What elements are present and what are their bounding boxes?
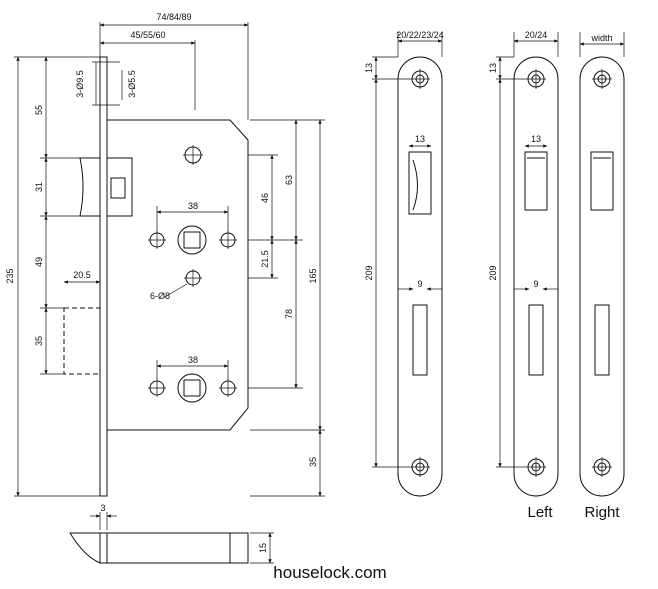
mount-hole-middle xyxy=(184,269,202,287)
dim-thickness: 3 xyxy=(100,503,105,513)
faceplate-outline xyxy=(397,56,443,497)
latch-profile xyxy=(69,532,101,564)
strike-right-caption: Right xyxy=(584,504,620,521)
dim-21-5: 21.5 xyxy=(260,250,270,268)
strike-left-hole-top xyxy=(526,69,546,89)
strike-left-hole-bottom xyxy=(526,457,546,477)
bottom-view xyxy=(69,512,274,564)
deadbolt xyxy=(63,307,101,375)
watermark: houselock.com xyxy=(273,563,386,582)
dim-backset: 45/55/60 xyxy=(130,30,165,40)
dim-spindle-lower: 38 xyxy=(188,355,198,365)
mount-hole-top xyxy=(183,145,203,165)
strike-left-view xyxy=(496,32,559,497)
strike-right-view xyxy=(579,32,625,497)
dim-latch-height: 31 xyxy=(34,182,44,192)
strike-left-dim-slot: 13 xyxy=(531,134,541,144)
strike-right-latch-slot xyxy=(590,151,614,211)
dim-46: 46 xyxy=(260,193,270,203)
faceplate-dim-hole: 9 xyxy=(417,279,422,289)
latch-bolt xyxy=(79,157,101,217)
spindle-row-lower xyxy=(148,373,237,403)
front-view xyxy=(14,22,325,497)
strike-right-dim-width: width xyxy=(590,33,612,43)
faceplate-view xyxy=(372,32,443,497)
strike-left-dim-width: 20/24 xyxy=(525,30,548,40)
front-dimension-lines xyxy=(14,22,325,497)
dim-hole-2: 3-Ø5.5 xyxy=(127,70,137,98)
faceplate-hole-bottom xyxy=(410,457,430,477)
dim-bottom-offset: 35 xyxy=(308,457,318,467)
strike-right-hole-top xyxy=(592,69,612,89)
strike-right-deadbolt-slot xyxy=(594,304,610,376)
dim-top-offset: 55 xyxy=(34,105,44,115)
dim-bolt-height: 15 xyxy=(258,543,268,553)
strike-left-dim-length: 209 xyxy=(488,265,498,280)
faceplate-deadbolt-slot xyxy=(412,304,428,376)
dim-78: 78 xyxy=(284,309,294,319)
strike-right-outline xyxy=(579,56,625,497)
strike-left-outline xyxy=(513,56,559,497)
dim-165: 165 xyxy=(308,268,318,283)
latch-stem xyxy=(110,177,126,199)
faceplate-dim-top: 13 xyxy=(364,63,374,73)
dim-latch-to-case: 49 xyxy=(34,257,44,267)
dim-deadbolt-width: 20.5 xyxy=(73,270,91,280)
strike-left-deadbolt-slot xyxy=(528,304,544,376)
strike-left-latch-slot xyxy=(524,151,548,211)
faceplate-hole-top xyxy=(410,69,430,89)
faceplate-dim-width: 20/22/23/24 xyxy=(396,30,444,40)
strike-left-caption: Left xyxy=(527,504,553,521)
spindle-row-upper xyxy=(148,225,237,255)
dim-spindle-upper: 38 xyxy=(188,201,198,211)
strike-left-dim-top: 13 xyxy=(488,63,498,73)
dim-total-height: 235 xyxy=(5,268,15,283)
dim-overall-depth: 74/84/89 xyxy=(156,12,191,22)
strike-left-dim-hole: 9 xyxy=(533,279,538,289)
forend-plate xyxy=(99,56,108,497)
lock-case xyxy=(106,119,249,431)
bolt-body xyxy=(99,532,249,564)
dim-mount-holes: 6-Ø8 xyxy=(150,291,170,301)
faceplate-dim-slot: 13 xyxy=(415,134,425,144)
dim-63: 63 xyxy=(284,175,294,185)
faceplate-latch-slot xyxy=(408,151,432,215)
dim-deadbolt-height: 35 xyxy=(34,336,44,346)
latch-body xyxy=(106,157,133,217)
faceplate-dim-length: 209 xyxy=(364,265,374,280)
dim-hole-1: 3-Ø9.5 xyxy=(75,70,85,98)
strike-right-hole-bottom xyxy=(592,457,612,477)
